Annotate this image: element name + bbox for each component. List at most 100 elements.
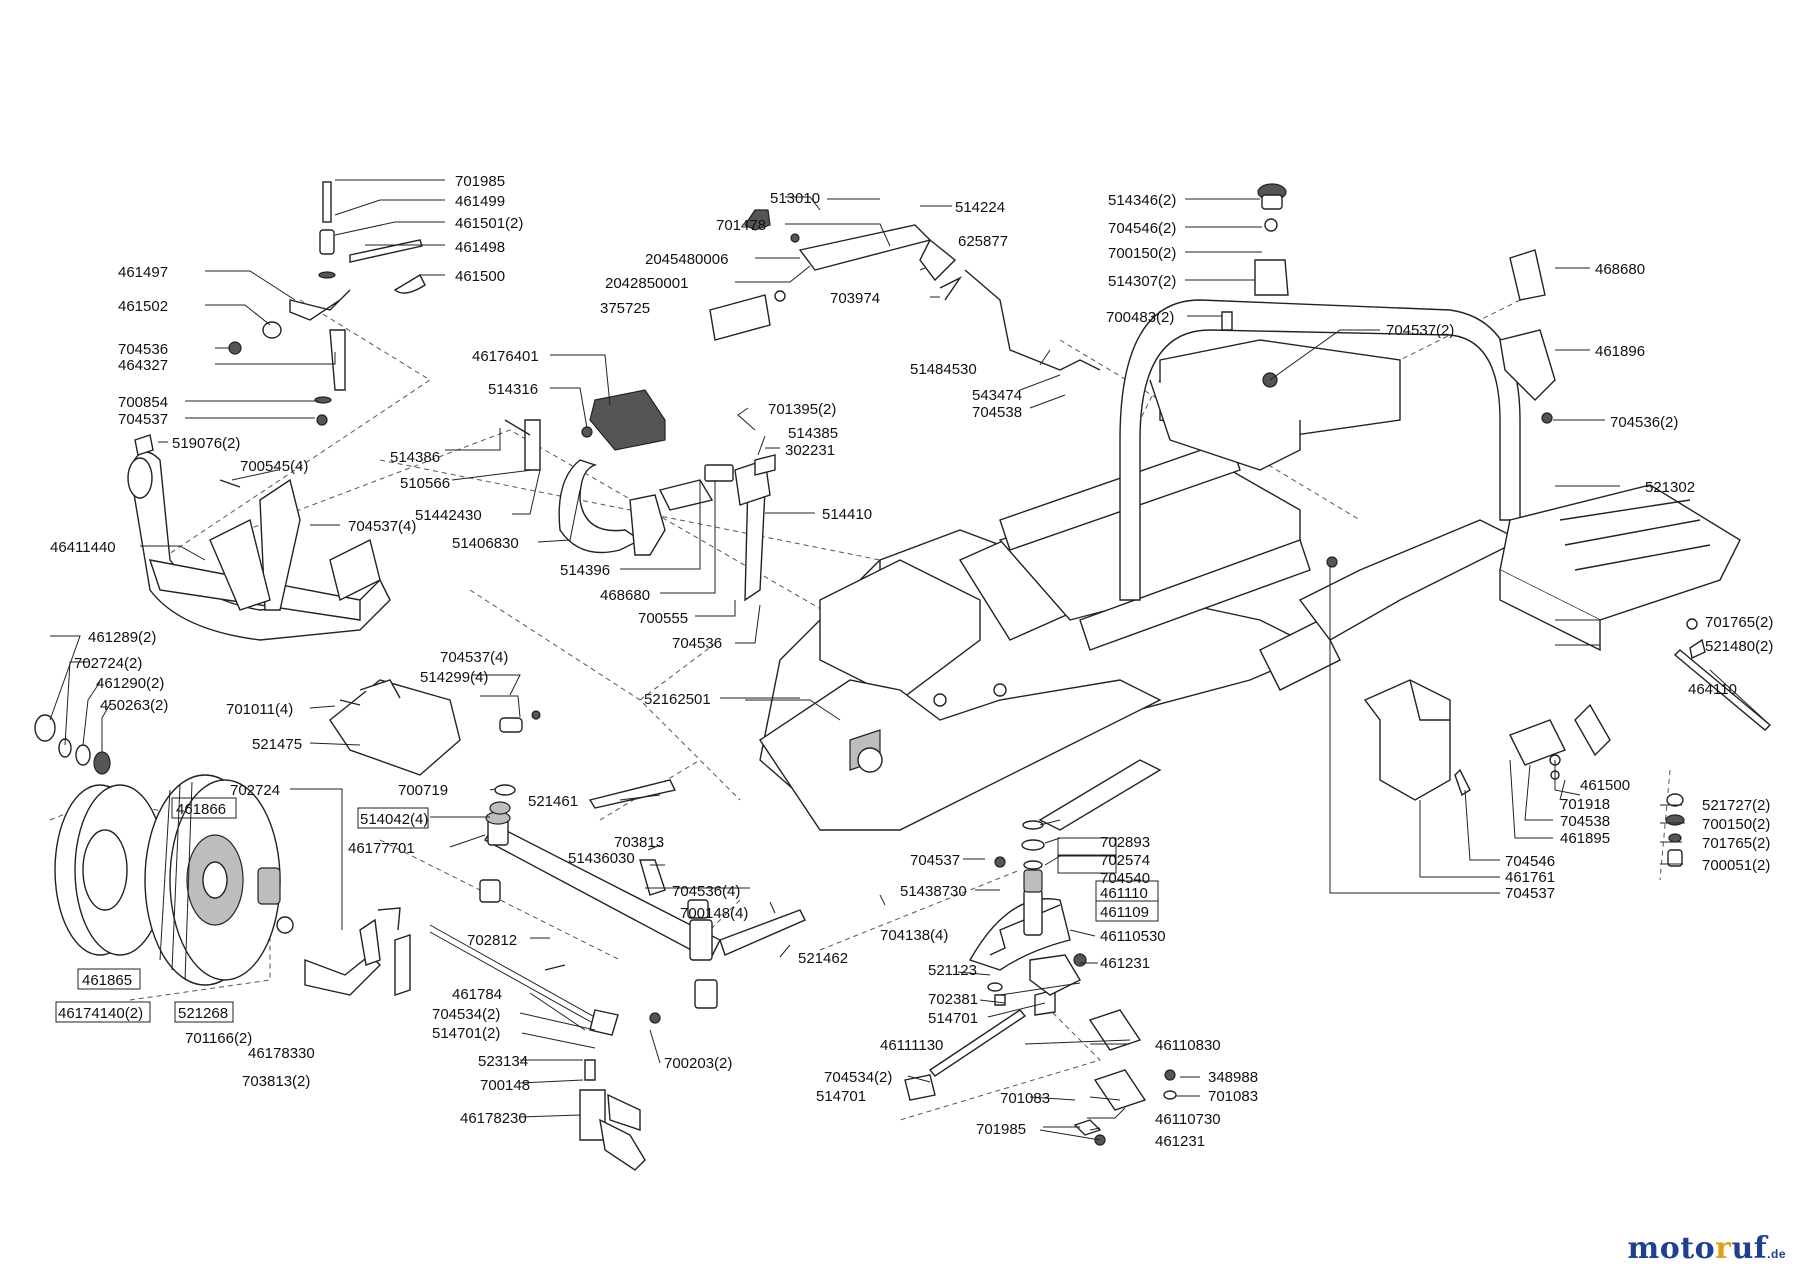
- label-521480-2: 521480(2): [1705, 638, 1773, 655]
- label-464110: 464110: [1688, 681, 1737, 698]
- label-461501-2: 461501(2): [455, 215, 523, 232]
- label-52162501: 52162501: [644, 691, 711, 708]
- label-514396: 514396: [560, 562, 610, 579]
- label-461761: 461761: [1505, 869, 1555, 886]
- label-514701-steer: 514701: [816, 1088, 866, 1105]
- label-704537-right: 704537: [1505, 885, 1555, 902]
- seat-switch-parts: [1221, 183, 1556, 424]
- label-700150-2: 700150(2): [1108, 245, 1176, 262]
- label-46110530: 46110530: [1100, 928, 1166, 945]
- label-701765-2-top: 701765(2): [1705, 614, 1773, 631]
- label-521462: 521462: [798, 950, 848, 967]
- left-footrest-plate: [329, 679, 541, 776]
- label-700051-2: 700051(2): [1702, 857, 1770, 874]
- label-700203-2: 700203(2): [664, 1055, 732, 1072]
- label-703974: 703974: [830, 290, 880, 307]
- label-625877: 625877: [958, 233, 1008, 250]
- label-704537-2: 704537(2): [1386, 322, 1454, 339]
- label-468680-top: 468680: [1595, 261, 1645, 278]
- label-700854: 700854: [118, 394, 168, 411]
- label-514701: 514701: [928, 1010, 978, 1027]
- label-514385: 514385: [788, 425, 838, 442]
- label-701765-2-bottom: 701765(2): [1702, 835, 1770, 852]
- throttle-lever-assembly: [709, 209, 1101, 371]
- label-514701-2: 514701(2): [432, 1025, 500, 1042]
- label-700483-2: 700483(2): [1106, 309, 1174, 326]
- label-700150-2-right: 700150(2): [1702, 816, 1770, 833]
- label-521461: 521461: [528, 793, 578, 810]
- label-46411440: 46411440: [50, 539, 116, 556]
- label-703813-2: 703813(2): [242, 1073, 310, 1090]
- label-514224: 514224: [955, 199, 1005, 216]
- main-frame-chassis: [759, 299, 1522, 831]
- label-51438730: 51438730: [900, 883, 967, 900]
- label-2042850001: 2042850001: [605, 275, 688, 292]
- label-702724-2: 702724(2): [74, 655, 142, 672]
- label-704546-2: 704546(2): [1108, 220, 1176, 237]
- label-514299-4: 514299(4): [420, 669, 488, 686]
- label-700148-4: 700148(4): [680, 905, 748, 922]
- label-46110730: 46110730: [1155, 1111, 1221, 1128]
- label-704537: 704537: [118, 411, 168, 428]
- label-704138-4: 704138(4): [880, 927, 948, 944]
- label-46111130: 46111130: [880, 1037, 943, 1054]
- label-521302: 521302: [1645, 479, 1695, 496]
- label-701083-left: 701083: [1000, 1090, 1050, 1107]
- spindle-and-tie-rods: [304, 907, 1056, 1171]
- label-700555: 700555: [638, 610, 688, 627]
- label-461895: 461895: [1560, 830, 1610, 847]
- label-51406830: 51406830: [452, 535, 519, 552]
- label-704536-mid: 704536: [672, 635, 722, 652]
- label-461498: 461498: [455, 239, 505, 256]
- label-519076-2: 519076(2): [172, 435, 240, 452]
- label-701166-2: 701166(2): [185, 1030, 252, 1047]
- label-461784: 461784: [452, 986, 502, 1003]
- label-461865: 461865: [82, 972, 132, 989]
- label-704546: 704546: [1505, 853, 1555, 870]
- label-514410: 514410: [822, 506, 872, 523]
- steering-sector-gear: [968, 820, 1177, 1146]
- front-wheels: [34, 714, 294, 986]
- front-bumper: [127, 451, 391, 641]
- label-701478: 701478: [716, 217, 766, 234]
- label-702812: 702812: [467, 932, 517, 949]
- small-fasteners-right: [1665, 618, 1706, 867]
- label-46178230: 46178230: [460, 1110, 527, 1127]
- label-514307-2: 514307(2): [1108, 273, 1176, 290]
- label-702724: 702724: [230, 782, 280, 799]
- label-514386: 514386: [390, 449, 440, 466]
- label-510566: 510566: [400, 475, 450, 492]
- label-513010: 513010: [770, 190, 820, 207]
- label-704536: 704536: [118, 341, 168, 358]
- label-348988: 348988: [1208, 1069, 1258, 1086]
- label-704536-4: 704536(4): [672, 883, 740, 900]
- front-axle: [479, 779, 806, 1009]
- label-701011-4: 701011(4): [226, 701, 293, 718]
- label-514042-4: 514042(4): [360, 811, 428, 828]
- label-701918: 701918: [1560, 796, 1610, 813]
- label-702574: 702574: [1100, 852, 1150, 869]
- label-523134: 523134: [478, 1053, 528, 1070]
- label-704534-2: 704534(2): [432, 1006, 500, 1023]
- label-46177701: 46177701: [348, 840, 415, 857]
- label-521475: 521475: [252, 736, 302, 753]
- label-702893: 702893: [1100, 834, 1150, 851]
- label-701083-right: 701083: [1208, 1088, 1258, 1105]
- label-461502: 461502: [118, 298, 168, 315]
- boxed-label-frames: [55, 797, 1159, 1023]
- label-701985-steer: 701985: [976, 1121, 1026, 1138]
- right-side-bracket: [1326, 556, 1611, 801]
- label-375725: 375725: [600, 300, 650, 317]
- label-461231-bottom: 461231: [1155, 1133, 1205, 1150]
- label-461231-top: 461231: [1100, 955, 1150, 972]
- label-461500-right: 461500: [1580, 777, 1630, 794]
- part-number-labels: 701985 461499 461501(2) 461498 461500 46…: [50, 173, 1773, 1150]
- right-footrest-plate: [1499, 484, 1772, 731]
- label-704537-4-mid: 704537(4): [440, 649, 508, 666]
- label-543474: 543474: [972, 387, 1022, 404]
- label-302231: 302231: [785, 442, 835, 459]
- label-701985: 701985: [455, 173, 505, 190]
- label-704536-2: 704536(2): [1610, 414, 1678, 431]
- label-46176401: 46176401: [472, 348, 539, 365]
